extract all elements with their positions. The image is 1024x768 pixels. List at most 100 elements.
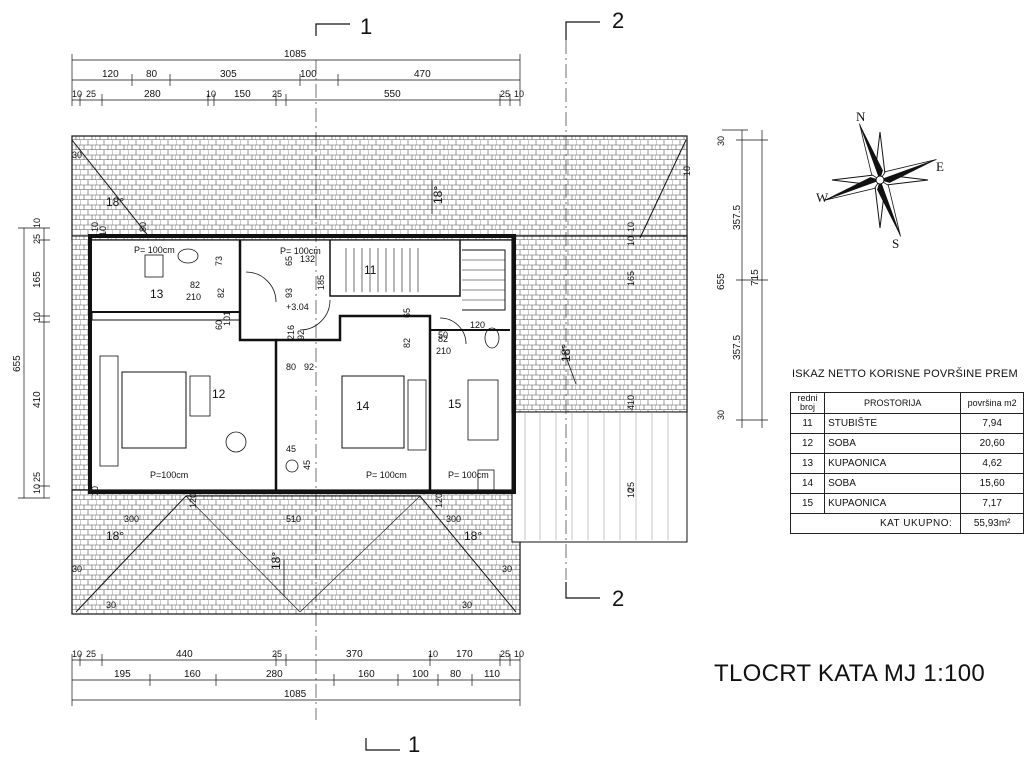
- total-value: 55,93m²: [960, 513, 1024, 534]
- left-dim-e: 410: [32, 391, 43, 408]
- bottom-dim-n: 100: [412, 669, 429, 680]
- roof-slope-1: 18°: [106, 195, 124, 209]
- top-dim-b: 80: [146, 69, 158, 80]
- bottom-dim-a: 10: [72, 649, 82, 659]
- col-room-header: PROSTORIJA: [824, 392, 962, 414]
- label-23: 82: [438, 334, 448, 344]
- row-room: STUBIŠTE: [824, 413, 962, 434]
- right-dim-e: 30: [716, 410, 726, 420]
- label-16: 80: [286, 362, 296, 372]
- left-dim-f: 10: [32, 484, 42, 494]
- label-11: 60: [214, 320, 224, 330]
- label-9: +3.04: [286, 302, 309, 312]
- label-2: 82: [190, 280, 200, 290]
- compass-rose-icon: [823, 123, 937, 237]
- roof-tiles: [71, 135, 688, 615]
- col-area-header: površina m2: [960, 392, 1024, 414]
- compass-west: W: [816, 190, 829, 205]
- top-dim-i: 10: [206, 89, 216, 99]
- left-dim-total: 655: [12, 355, 23, 372]
- label-43: 410: [626, 395, 636, 410]
- table-total-row: KAT UKUPNO: 55,93m²: [789, 513, 1024, 534]
- top-dim-total: 1085: [284, 49, 307, 60]
- roof-slope-3: 18°: [559, 344, 573, 362]
- label-28: P= 100cm: [280, 246, 321, 256]
- label-34: 300: [124, 514, 139, 524]
- top-dim-d: 100: [300, 69, 317, 80]
- row-no: 14: [789, 473, 826, 494]
- left-dim-a: 25: [32, 234, 42, 244]
- table-row: 12 SOBA 20,60: [789, 433, 1024, 454]
- interior-labels: P= 100cm 82 210 73 65 132 93 185 +3.04 8…: [72, 150, 692, 610]
- room-number-11: 11: [364, 263, 377, 277]
- bottom-dim-p: 110: [484, 669, 500, 680]
- bottom-dim-c: 440: [176, 649, 193, 660]
- top-dim-g: 25: [86, 89, 96, 99]
- table-row: 13 KUPAONICA 4,62: [789, 453, 1024, 474]
- section-mark-2-bottom: 2: [612, 586, 624, 611]
- row-room: SOBA: [824, 473, 962, 494]
- plan-title: TLOCRT KATA MJ 1:100: [714, 660, 985, 687]
- label-18: 45: [302, 460, 312, 470]
- bottom-dim-o: 80: [450, 669, 462, 680]
- label-45: 10: [90, 486, 100, 496]
- label-27: P= 100cm: [448, 470, 489, 480]
- section-lines: [315, 21, 600, 751]
- top-dim-h: 280: [144, 89, 161, 100]
- right-dim-b: 357.5: [732, 205, 743, 230]
- label-37: 30: [72, 564, 82, 574]
- bottom-dim-k: 160: [184, 669, 201, 680]
- top-dim-e: 470: [414, 69, 431, 80]
- top-dim-l: 550: [384, 89, 401, 100]
- left-dim-c: 165: [32, 271, 43, 288]
- label-3: 210: [186, 292, 201, 302]
- label-25: P=100cm: [150, 470, 188, 480]
- table-row: 11 STUBIŠTE 7,94: [789, 413, 1024, 434]
- bottom-dim-j: 195: [114, 669, 131, 680]
- label-48: 80: [138, 222, 148, 232]
- row-room: SOBA: [824, 433, 962, 454]
- right-dim-c: 715: [750, 269, 761, 286]
- roof-slope-5: 18°: [269, 552, 283, 570]
- top-dim-a: 120: [102, 69, 119, 80]
- label-40: 30: [462, 600, 472, 610]
- area-table-header: redni broj PROSTORIJA površina m2: [789, 392, 1024, 414]
- section-mark-1-top: 1: [360, 14, 372, 39]
- label-14: 216: [286, 325, 296, 340]
- room-number-13: 13: [150, 287, 164, 301]
- label-41: 30: [72, 150, 82, 160]
- bottom-dim-total: 1085: [284, 689, 307, 700]
- top-dim-n: 10: [514, 89, 524, 99]
- label-42: 165: [626, 271, 636, 286]
- label-33: 120: [434, 493, 444, 508]
- room-number-12: 12: [212, 387, 226, 401]
- label-8: 185: [316, 275, 326, 290]
- bottom-dim-f: 10: [428, 649, 438, 659]
- bottom-dim-d: 25: [272, 649, 282, 659]
- top-dim-k: 25: [272, 89, 282, 99]
- right-dimension-lines: [722, 129, 768, 428]
- col-no-header: redni broj: [789, 392, 826, 414]
- walls: [88, 234, 516, 494]
- compass-south: S: [892, 236, 899, 251]
- table-row: 15 KUPAONICA 7,17: [789, 493, 1024, 514]
- label-19: 82: [402, 338, 412, 348]
- row-area: 4,62: [960, 453, 1024, 474]
- top-dim-c: 305: [220, 69, 237, 80]
- row-area: 20,60: [960, 433, 1024, 454]
- bottom-dim-g: 170: [456, 649, 473, 660]
- left-dim-g: 25: [32, 472, 42, 482]
- label-4: 73: [214, 256, 224, 266]
- row-no: 12: [789, 433, 826, 454]
- label-7: 93: [284, 288, 294, 298]
- bottom-dim-b: 25: [86, 649, 96, 659]
- label-49: 10: [682, 166, 692, 176]
- label-24: 210: [436, 346, 451, 356]
- right-dim-total: 655: [716, 273, 727, 290]
- label-6: 132: [300, 254, 315, 264]
- row-area: 15,60: [960, 473, 1024, 494]
- section-mark-2-top: 2: [612, 8, 624, 33]
- label-47: 10: [98, 226, 108, 236]
- label-17: 45: [286, 444, 296, 454]
